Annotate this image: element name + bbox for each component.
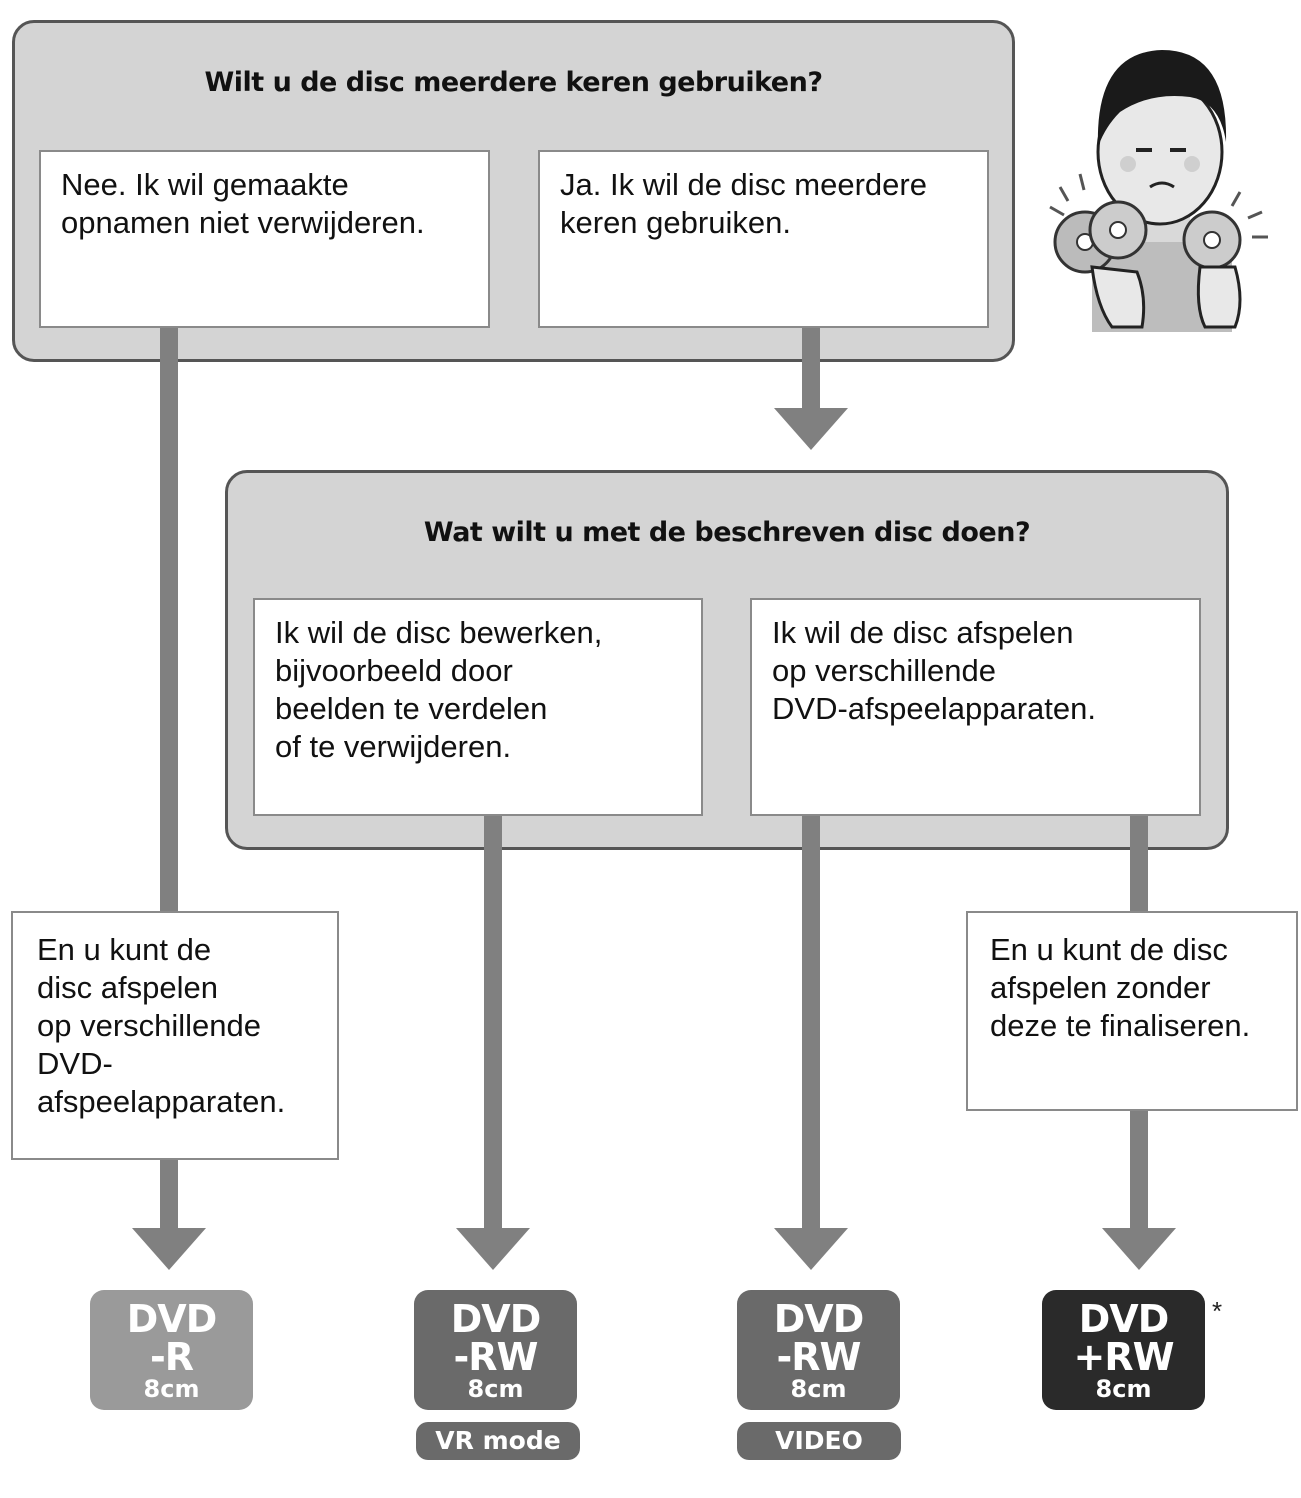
disc-dvd-rw-vr-line1: DVD (450, 1297, 542, 1341)
footnote-asterisk: * (1212, 1296, 1223, 1326)
mode-badge-vr: VR mode (416, 1422, 580, 1460)
disc-dvd-rw-vr-size: 8cm (467, 1375, 524, 1403)
arrow-edit-stem (484, 816, 502, 1232)
arrow-yes-head (774, 408, 848, 450)
disc-dvd-rw-video-size: 8cm (790, 1375, 847, 1403)
answer-no-box: Nee. Ik wil gemaakte opnamen niet verwij… (39, 150, 490, 328)
note-dvd-r-box: En u kunt de disc afspelen op verschille… (11, 911, 339, 1160)
disc-dvd-rw-video: DVD -RW 8cm (737, 1290, 900, 1410)
note-dvd-plus-rw-box: En u kunt de disc afspelen zonder deze t… (966, 911, 1298, 1111)
disc-dvd-plus-rw-line1: DVD (1078, 1297, 1170, 1341)
disc-dvd-r-line1: DVD (126, 1297, 218, 1341)
disc-dvd-rw-vr-line2: -RW (453, 1335, 539, 1379)
person-holding-discs-icon (1049, 50, 1268, 332)
disc-dvd-plus-rw-size: 8cm (1095, 1375, 1152, 1403)
arrow-no-stem-upper (160, 328, 178, 914)
arrow-yes-stem (802, 328, 820, 412)
answer-yes-box: Ja. Ik wil de disc meerdere keren gebrui… (538, 150, 989, 328)
disc-dvd-r: DVD -R 8cm (90, 1290, 253, 1410)
arrow-play-stem (802, 816, 820, 1232)
disc-dvd-r-line2: -R (149, 1335, 194, 1379)
arrow-no-stem-lower (160, 1160, 178, 1232)
mode-badge-video: VIDEO mode (737, 1422, 901, 1493)
disc-dvd-rw-video-line1: DVD (773, 1297, 865, 1341)
question-2-title: Wat wilt u met de beschreven disc doen? (423, 517, 1031, 548)
arrow-play-head (774, 1228, 848, 1270)
answer-edit-box: Ik wil de disc bewerken, bijvoorbeeld do… (253, 598, 703, 816)
disc-dvd-r-size: 8cm (143, 1375, 200, 1403)
arrow-plusrw-stem-upper (1130, 816, 1148, 912)
arrow-no-head (132, 1228, 206, 1270)
disc-dvd-plus-rw-line2: +RW (1073, 1335, 1174, 1379)
disc-dvd-rw-video-line2: -RW (776, 1335, 862, 1379)
disc-dvd-rw-vr: DVD -RW 8cm (414, 1290, 577, 1410)
answer-play-box: Ik wil de disc afspelen op verschillende… (750, 598, 1201, 816)
disc-dvd-plus-rw: DVD +RW 8cm (1042, 1290, 1205, 1410)
arrow-edit-head (456, 1228, 530, 1270)
arrow-plusrw-head (1102, 1228, 1176, 1270)
question-1-title: Wilt u de disc meerdere keren gebruiken? (204, 67, 823, 98)
arrow-plusrw-stem-lower (1130, 1111, 1148, 1232)
